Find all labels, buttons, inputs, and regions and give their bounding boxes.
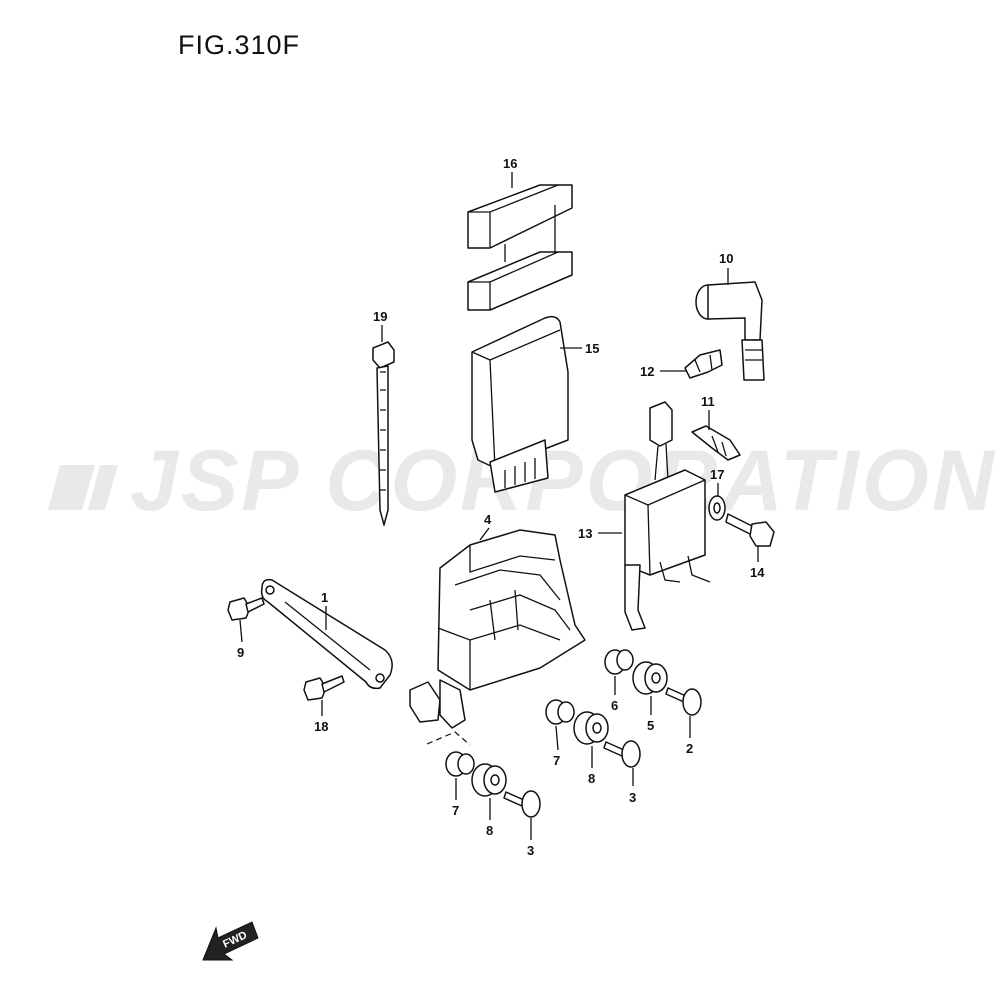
part-9-bolt [227, 597, 265, 621]
callout-3-lower: 3 [527, 843, 534, 858]
assembly-guide-line [426, 731, 471, 746]
part-8-grommet-lower [471, 763, 507, 797]
callout-19: 19 [373, 309, 387, 324]
callout-1: 1 [321, 590, 328, 605]
callout-6: 6 [611, 698, 618, 713]
part-15-ecm [471, 315, 569, 493]
part-7-collar-lower [445, 751, 475, 777]
part-11-clamp [691, 425, 741, 461]
callout-8-upper: 8 [588, 771, 595, 786]
part-3-bolt-upper [603, 740, 641, 768]
callout-16: 16 [503, 156, 517, 171]
figure-title: FIG.310F [178, 30, 301, 60]
watermark-text: JSP CORPORATION [130, 433, 997, 529]
part-8-grommet-upper [573, 711, 609, 745]
callout-labels: 16 15 19 10 12 11 13 17 14 4 1 9 18 6 5 … [237, 156, 765, 858]
callout-8-lower: 8 [486, 823, 493, 838]
part-4-ecm-bracket [409, 529, 586, 729]
part-18-bolt [303, 675, 345, 701]
part-19-cable-tie [372, 341, 395, 526]
callout-3-upper: 3 [629, 790, 636, 805]
callout-5: 5 [647, 718, 654, 733]
callout-17: 17 [710, 467, 724, 482]
fwd-arrow: FWD [202, 921, 259, 961]
callout-2: 2 [686, 741, 693, 756]
part-10-plug-cap [695, 281, 765, 381]
callout-14: 14 [750, 565, 765, 580]
callout-10: 10 [719, 251, 733, 266]
callout-11: 11 [701, 394, 715, 409]
leader-lines [239, 172, 759, 840]
part-14-bolt [725, 513, 775, 547]
callout-15: 15 [585, 341, 599, 356]
part-1-stay [260, 578, 393, 690]
callout-13: 13 [578, 526, 592, 541]
part-16-ecm-cover [467, 184, 573, 311]
callout-4: 4 [484, 512, 492, 527]
watermark: JSP CORPORATION [48, 433, 997, 529]
callout-7-lower: 7 [452, 803, 459, 818]
part-12-clamp [684, 349, 723, 379]
part-3-bolt-lower [503, 790, 541, 818]
callout-12: 12 [640, 364, 654, 379]
callout-7-upper: 7 [553, 753, 560, 768]
part-13-ignition-coil [624, 401, 711, 631]
part-6-collar [604, 649, 634, 675]
part-2-bolt [665, 687, 702, 716]
callout-18: 18 [314, 719, 328, 734]
callout-9: 9 [237, 645, 244, 660]
part-7-collar-upper [545, 699, 575, 725]
part-5-grommet [632, 661, 668, 695]
part-17-washer [708, 495, 726, 521]
